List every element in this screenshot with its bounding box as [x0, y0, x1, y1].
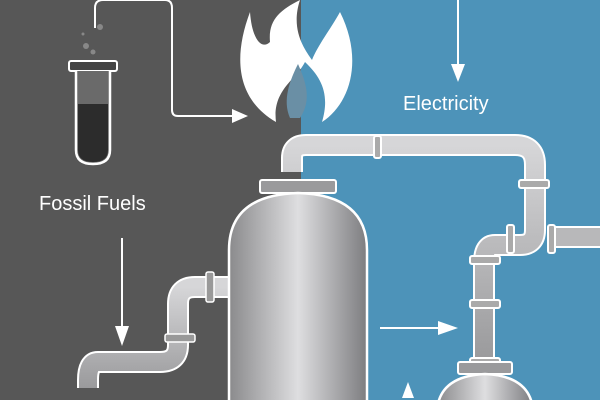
arrow-icon	[451, 0, 465, 82]
flame-icon	[240, 0, 353, 122]
electricity-label: Electricity	[403, 93, 489, 115]
pipe-icon	[281, 134, 600, 367]
tank-icon	[227, 179, 369, 400]
arrow-icon	[115, 238, 129, 346]
tank-icon	[437, 361, 533, 400]
arrow-icon	[380, 321, 458, 398]
pipe-icon	[77, 271, 228, 388]
arrow-icon	[94, 0, 248, 123]
test-tube-icon	[68, 24, 118, 166]
fossil-fuels-label: Fossil Fuels	[39, 193, 146, 215]
